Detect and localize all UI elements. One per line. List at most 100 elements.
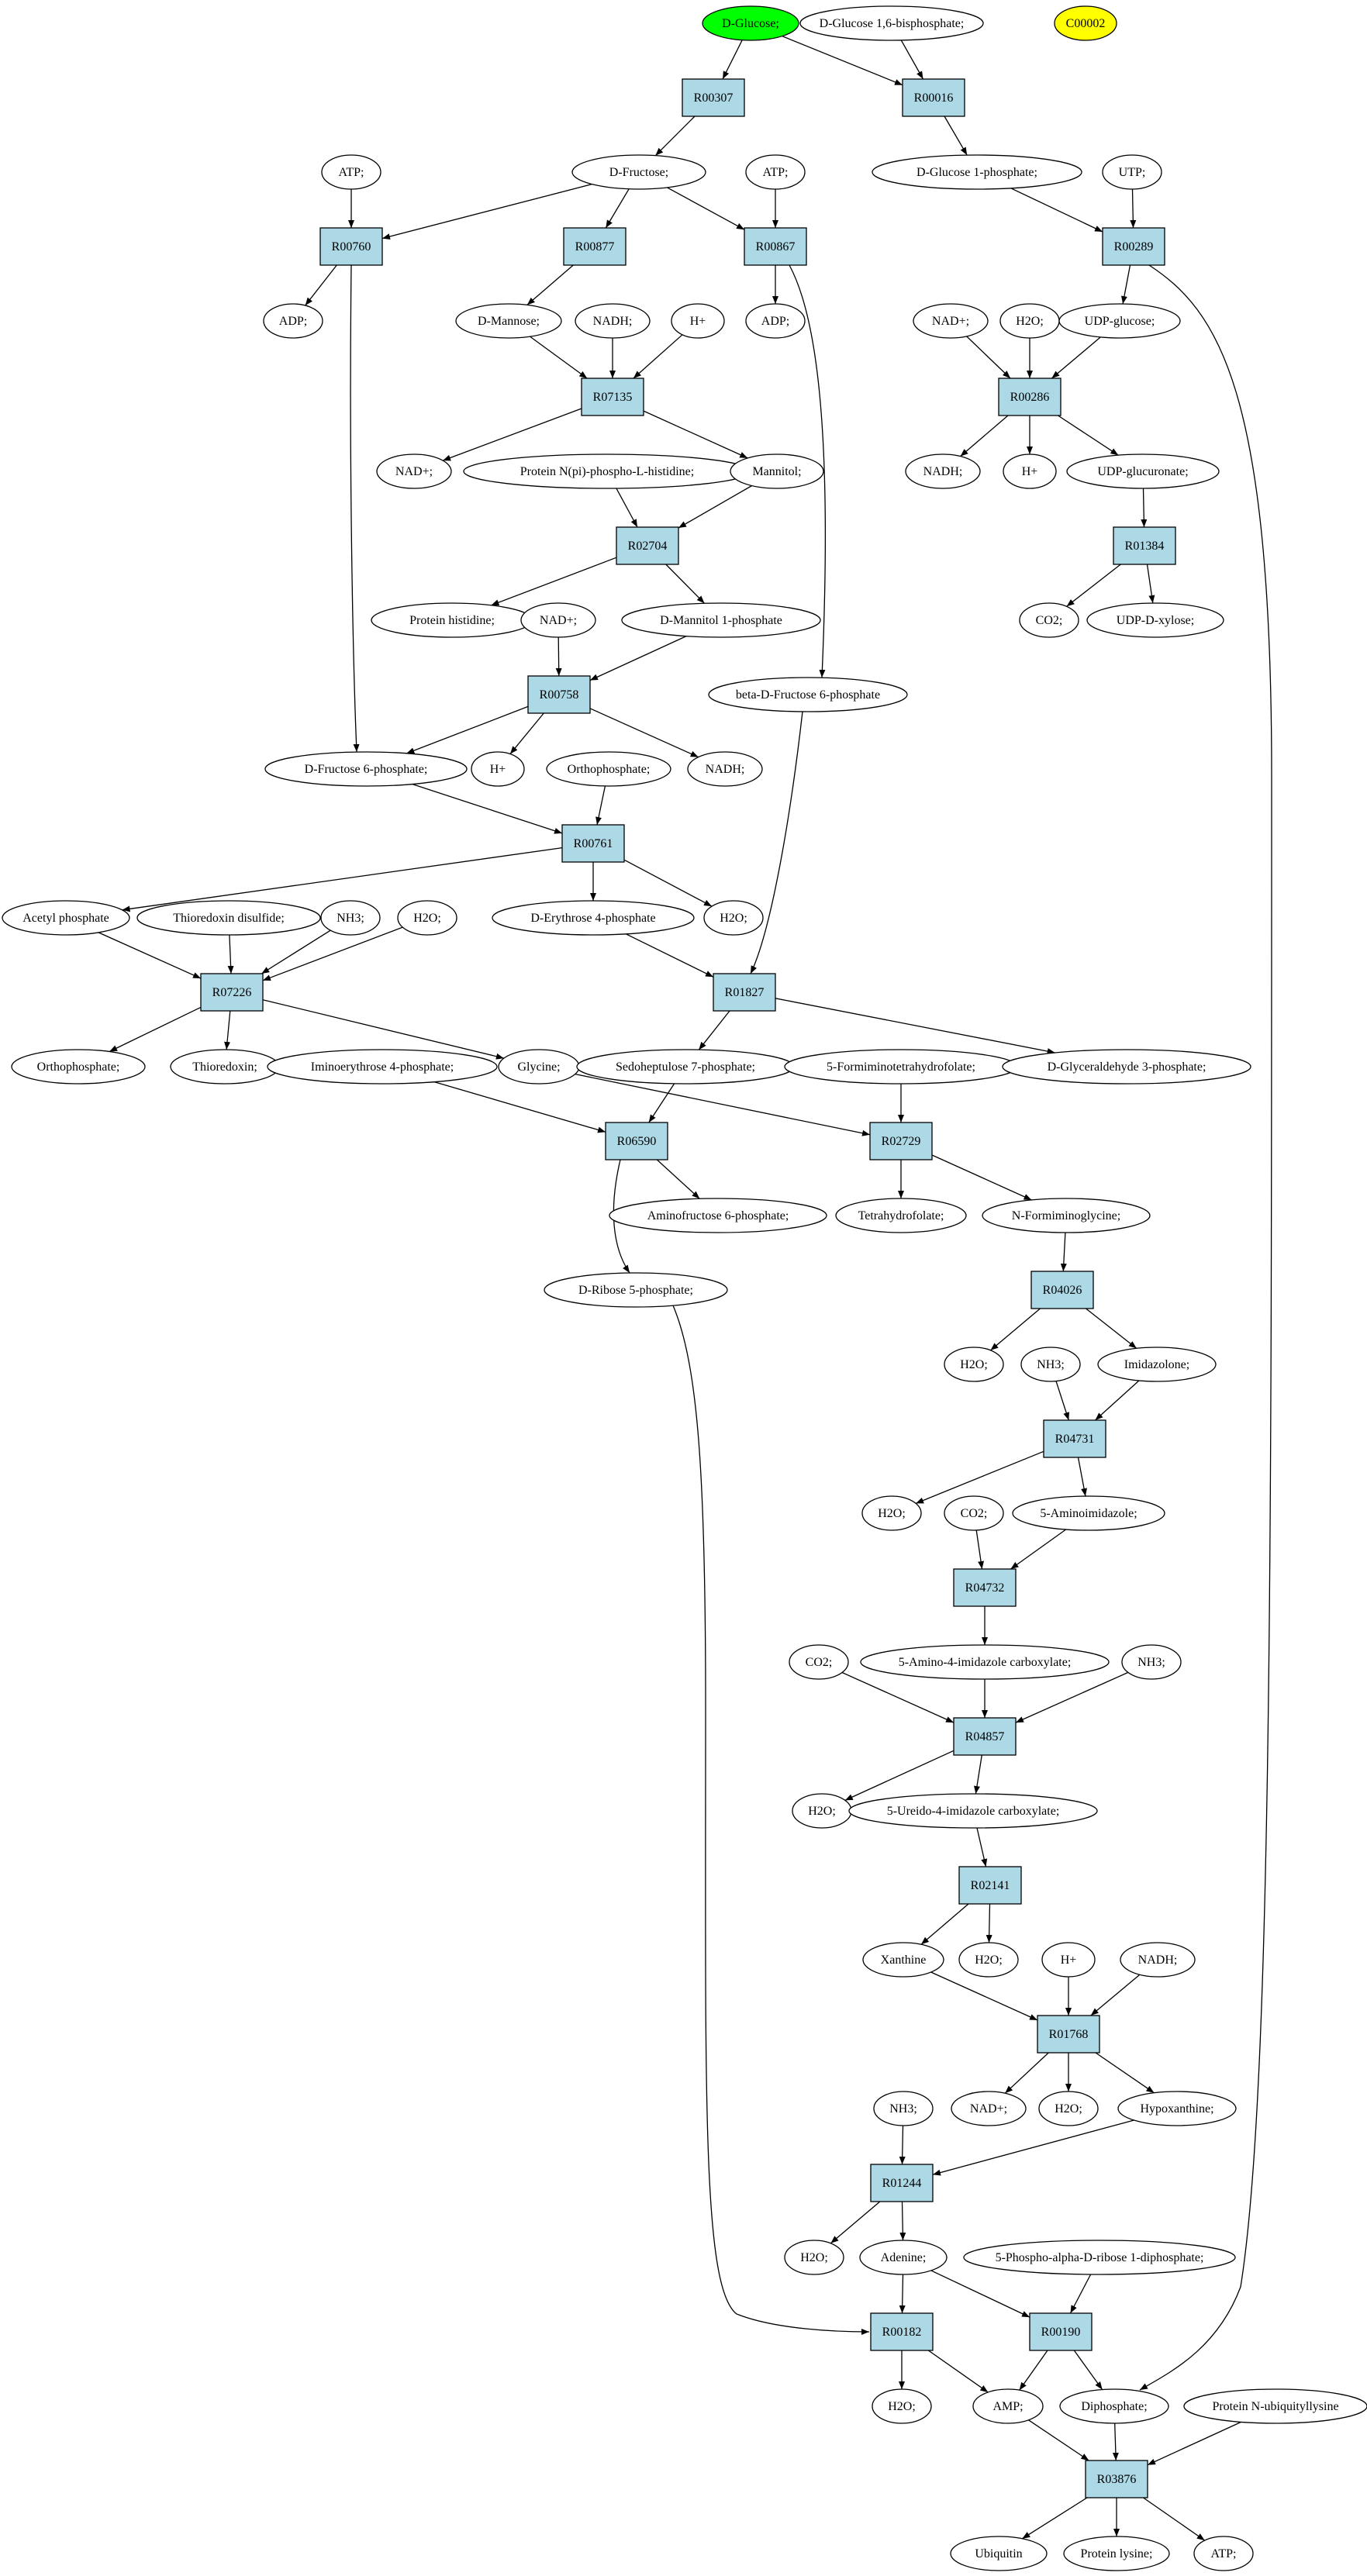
compound-node-c-trxds: Thioredoxin disulfide; [136, 900, 321, 936]
reaction-box [870, 2164, 934, 2202]
compound-node-c-f6p: D-Fructose 6-phosphate; [264, 751, 468, 787]
edge-c_e4p-to-r_R01827 [626, 933, 714, 978]
node-label: NH3; [337, 912, 364, 925]
node-label: Protein histidine; [409, 614, 495, 627]
node-label: R00761 [574, 837, 613, 850]
reaction-box [869, 1122, 933, 1160]
compound-ellipse [1058, 303, 1181, 339]
edge-c_f6p-to-r_R00761 [412, 783, 563, 834]
node-label: 5-Ureido-4-imidazole carboxylate; [887, 1805, 1060, 1818]
compound-node-c-g1p: D-Glucose 1-phosphate; [872, 154, 1082, 190]
reaction-box [1030, 1271, 1094, 1309]
edge-c_nfgly-to-r_R04026 [1060, 1232, 1067, 1272]
edge-c_nh3b-to-r_R04731 [1055, 1381, 1070, 1421]
edge-c_nh3a-to-r_R07226 [261, 929, 331, 974]
compound-node-c-acp: Acetyl phosphate [2, 900, 130, 936]
compound-ellipse [789, 1644, 849, 1680]
edges-layer [98, 35, 1272, 2541]
edge-c_ppi-to-r_R03876 [1112, 2423, 1119, 2461]
reaction-node-r-R06590: R06590 [605, 1122, 668, 1160]
node-label: AMP; [992, 2400, 1023, 2413]
node-label: D-Glucose 1-phosphate; [917, 166, 1037, 179]
compound-node-c-h3: H+ [471, 751, 525, 787]
node-label: D-Mannitol 1-phosphate [660, 614, 782, 627]
node-label: R07226 [212, 986, 252, 999]
compound-ellipse [958, 1942, 1019, 1978]
compound-ellipse [799, 5, 984, 41]
compound-ellipse [951, 2091, 1027, 2126]
edge-r_R00016-to-c_g1p [944, 116, 968, 156]
edge-r_R00867-to-c_bf6p [789, 264, 827, 678]
compound-node-c-bf6p: beta-D-Fructose 6-phosphate [708, 677, 908, 712]
compound-ellipse [671, 303, 725, 339]
node-label: R00760 [332, 240, 371, 253]
compound-ellipse [1066, 453, 1220, 489]
compound-ellipse [575, 303, 651, 339]
compound-node-c-h2o4: H2O; [944, 1347, 1004, 1382]
edge-r_R02704-to-c_prothis [491, 557, 617, 606]
edge-r_R02729-to-c_nfgly [931, 1154, 1032, 1201]
node-label: ATP; [339, 166, 364, 179]
compound-node-c-pnublys: Protein N-ubiquityllysine [1183, 2388, 1367, 2424]
node-label: R00758 [540, 688, 579, 702]
edge-r_R06590-to-c_r5p [613, 1159, 630, 1274]
compound-ellipse [1019, 602, 1079, 638]
edge-r_R04731-to-c_h2o5 [915, 1450, 1044, 1505]
compound-node-c-h2o8: H2O; [1038, 2091, 1099, 2126]
edge-r_R07135-to-c_nadp2 [442, 408, 582, 461]
compound-node-c-h2o10: H2O; [872, 2388, 932, 2424]
compound-ellipse [687, 751, 763, 787]
compound-node-c-glc: D-Glucose; [702, 5, 799, 41]
reaction-node-r-R00190: R00190 [1029, 2312, 1093, 2351]
node-label: Thioredoxin; [192, 1060, 257, 1074]
reaction-box [998, 378, 1061, 416]
reaction-box [616, 526, 679, 565]
nodes-layer: D-Glucose;D-Glucose 1,6-bisphosphate;C00… [2, 5, 1367, 2571]
node-label: Acetyl phosphate [22, 912, 109, 925]
reaction-node-r-R01244: R01244 [870, 2164, 934, 2202]
reaction-node-r-R00307: R00307 [682, 78, 745, 117]
compound-ellipse [745, 303, 806, 339]
edge-c_nh3c-to-r_R04857 [1015, 1671, 1129, 1723]
compound-node-c-trx: Thioredoxin; [170, 1049, 280, 1085]
node-label: Protein N-ubiquityllysine [1212, 2400, 1338, 2413]
node-label: ATP; [763, 166, 789, 179]
edge-r_R00761-to-c_h2o3 [623, 859, 713, 907]
compound-ellipse [321, 154, 381, 190]
reaction-node-r-R01768: R01768 [1037, 2015, 1100, 2054]
reaction-box [561, 824, 625, 863]
edge-c_udpglc-to-r_R00286 [1051, 336, 1101, 379]
reaction-box [682, 78, 745, 117]
compound-ellipse [1020, 1347, 1081, 1382]
compound-ellipse [848, 1793, 1098, 1829]
reaction-box [953, 1568, 1017, 1607]
compound-ellipse [745, 154, 806, 190]
node-label: NAD+; [970, 2102, 1007, 2116]
compound-ellipse [872, 2388, 932, 2424]
reaction-node-r-R00182: R00182 [870, 2312, 934, 2351]
compound-node-c-nadp4: NAD+; [951, 2091, 1027, 2126]
node-label: R00016 [914, 91, 954, 105]
edge-r_R00190-to-c_amp [1019, 2350, 1048, 2391]
edge-c_nadh4-to-r_R01768 [1090, 1974, 1141, 2016]
compound-node-c-h4: H+ [1041, 1942, 1096, 1978]
node-label: H+ [490, 763, 506, 776]
node-label: Protein lysine; [1081, 2547, 1153, 2560]
compound-node-c-nadh2: NADH; [905, 453, 981, 489]
compound-node-c-nh3d: NH3; [873, 2091, 934, 2126]
compound-ellipse [860, 1644, 1110, 1680]
node-label: H2O; [878, 1507, 906, 1520]
compound-node-c-udpglc: UDP-glucose; [1058, 303, 1181, 339]
reaction-box [953, 1717, 1017, 1756]
compound-ellipse [1097, 1347, 1217, 1382]
compound-node-c-h2o1: H2O; [999, 303, 1060, 339]
compound-ellipse [872, 154, 1082, 190]
compound-ellipse [905, 453, 981, 489]
node-label: D-Ribose 5-phosphate; [578, 1284, 693, 1297]
node-label: D-Fructose 6-phosphate; [305, 763, 428, 776]
node-label: NADH; [706, 763, 745, 776]
edge-c_imidaz-to-r_R04731 [1095, 1380, 1140, 1421]
compound-node-c-nh3c: NH3; [1121, 1644, 1182, 1680]
compound-ellipse [1054, 5, 1117, 41]
